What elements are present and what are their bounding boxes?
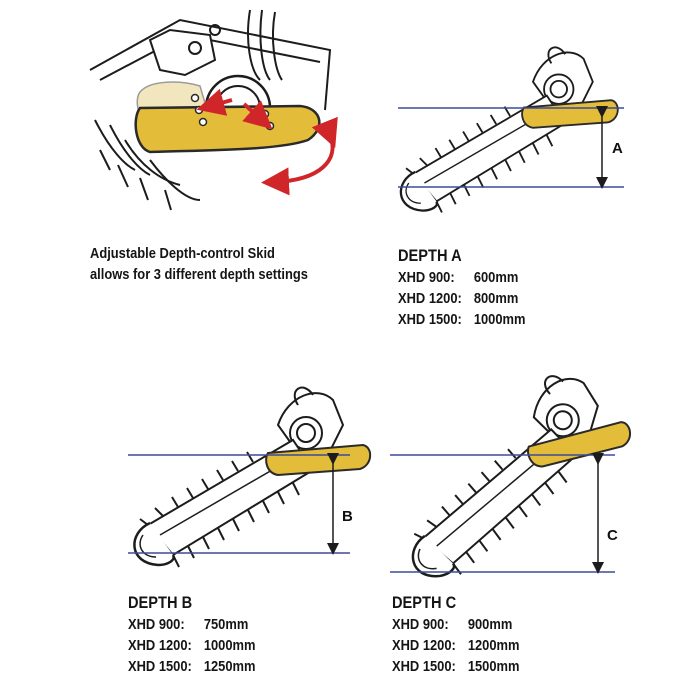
depth-a-row: XHD 1200: 800mm: [398, 290, 519, 307]
depth-a-title: DEPTH A: [398, 246, 462, 265]
skid-caption-line-1: Adjustable Depth-control Skid: [90, 245, 275, 262]
trencher-depth-a: [398, 46, 624, 214]
skid-caption-line-2: allows for 3 different depth settings: [90, 266, 308, 283]
depth-a-spec: DEPTH A XHD 900: 600mm XHD 1200: 800mm X…: [398, 245, 525, 330]
depth-b-row: XHD 1200: 1000mm: [128, 637, 256, 654]
skid-caption: Adjustable Depth-control Skid allows for…: [90, 243, 308, 285]
depth-a-row: XHD 1500: 1000mm: [398, 311, 526, 328]
dimension-letter-a: A: [612, 140, 623, 157]
depth-c-row: XHD 1500: 1500mm: [392, 658, 520, 675]
dimension-letter-b: B: [342, 508, 353, 525]
depth-a-row: XHD 900: 600mm: [398, 269, 519, 286]
trencher-depth-b: [128, 386, 372, 569]
depth-c-title: DEPTH C: [392, 593, 457, 612]
dimension-letter-c: C: [607, 527, 618, 544]
depth-b-row: XHD 900: 750mm: [128, 616, 249, 633]
depth-c-row: XHD 1200: 1200mm: [392, 637, 520, 654]
depth-c-row: XHD 900: 900mm: [392, 616, 513, 633]
trencher-depth-c: [384, 363, 651, 584]
skid-adjust-illustration: [89, 9, 338, 211]
depth-b-row: XHD 1500: 1250mm: [128, 658, 256, 675]
depth-c-spec: DEPTH C XHD 900: 900mm XHD 1200: 1200mm …: [392, 592, 519, 677]
depth-b-spec: DEPTH B XHD 900: 750mm XHD 1200: 1000mm …: [128, 592, 255, 677]
depth-b-title: DEPTH B: [128, 593, 193, 612]
